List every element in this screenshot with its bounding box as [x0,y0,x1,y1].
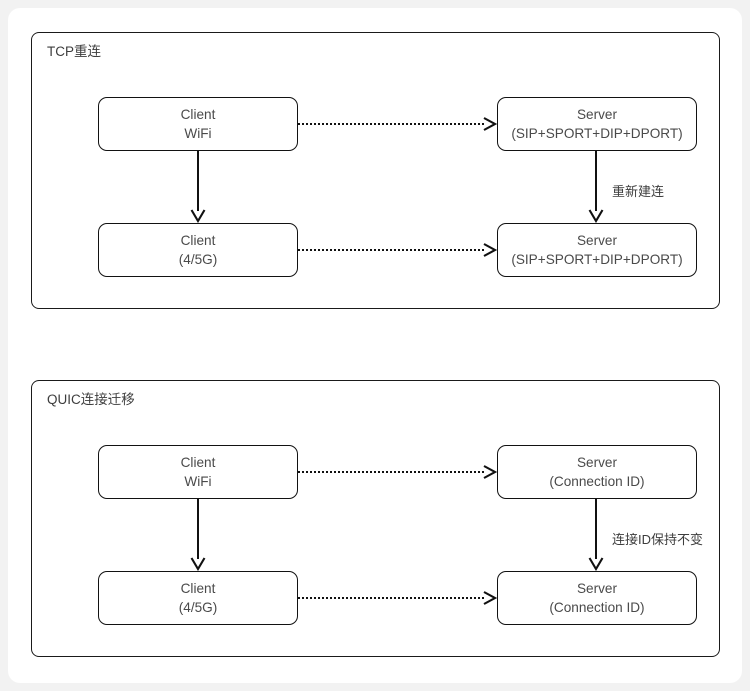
node-label-line2: (SIP+SPORT+DIP+DPORT) [511,252,683,267]
node-label-line2: (Connection ID) [549,600,645,615]
dotted-line [298,471,484,473]
node-tcp-client-wifi: Client WiFi [98,97,298,151]
solid-arrow-icon-tcp-client-transition [190,151,206,223]
dotted-arrow-icon-tcp-top [298,117,497,131]
node-label-line1: Server [576,455,618,470]
node-quic-server-cid: Server (Connection ID) [497,445,697,499]
arrowhead-icon [483,465,497,479]
node-label-line1: Client [180,581,216,596]
panel-quic-migration: QUIC连接迁移 Client WiFi Server (Connection … [31,380,720,657]
node-label-line1: Client [180,107,216,122]
node-label-line1: Client [180,455,216,470]
solid-arrow-icon-tcp-server-transition [588,151,604,223]
dotted-arrow-icon-quic-top [298,465,497,479]
panel-title-tcp: TCP重连 [47,44,101,59]
edge-label-quic-cid-unchanged: 连接ID保持不变 [612,532,704,547]
edge-label-tcp-reconnect: 重新建连 [612,184,665,199]
node-label-line1: Client [180,233,216,248]
panel-tcp-reconnect: TCP重连 Client WiFi Server (SIP+SPORT+DIP+… [31,32,720,309]
panel-title-quic: QUIC连接迁移 [47,392,135,407]
dotted-line [298,123,484,125]
arrow-shaft [197,499,199,559]
arrowhead-icon [588,557,604,571]
node-quic-server-cid-2: Server (Connection ID) [497,571,697,625]
node-tcp-server-tuple-2: Server (SIP+SPORT+DIP+DPORT) [497,223,697,277]
solid-arrow-icon-quic-client-transition [190,499,206,571]
node-tcp-server-tuple: Server (SIP+SPORT+DIP+DPORT) [497,97,697,151]
node-label-line2: (SIP+SPORT+DIP+DPORT) [511,126,683,141]
node-label-line2: (4/5G) [178,252,218,267]
solid-arrow-icon-quic-server-transition [588,499,604,571]
dotted-arrow-icon-quic-bottom [298,591,497,605]
node-label-line1: Server [576,107,618,122]
node-label-line1: Server [576,233,618,248]
node-label-line1: Server [576,581,618,596]
arrowhead-icon [483,591,497,605]
arrow-shaft [595,499,597,559]
arrow-shaft [197,151,199,211]
arrowhead-icon [483,243,497,257]
node-tcp-client-mobile: Client (4/5G) [98,223,298,277]
node-label-line2: (4/5G) [178,600,218,615]
diagram-canvas: TCP重连 Client WiFi Server (SIP+SPORT+DIP+… [8,8,742,683]
node-label-line2: WiFi [184,126,212,141]
arrowhead-icon [483,117,497,131]
dotted-line [298,597,484,599]
arrowhead-icon [588,209,604,223]
node-quic-client-wifi: Client WiFi [98,445,298,499]
node-label-line2: (Connection ID) [549,474,645,489]
node-label-line2: WiFi [184,474,212,489]
arrow-shaft [595,151,597,211]
dotted-line [298,249,484,251]
arrowhead-icon [190,209,206,223]
dotted-arrow-icon-tcp-bottom [298,243,497,257]
node-quic-client-mobile: Client (4/5G) [98,571,298,625]
arrowhead-icon [190,557,206,571]
